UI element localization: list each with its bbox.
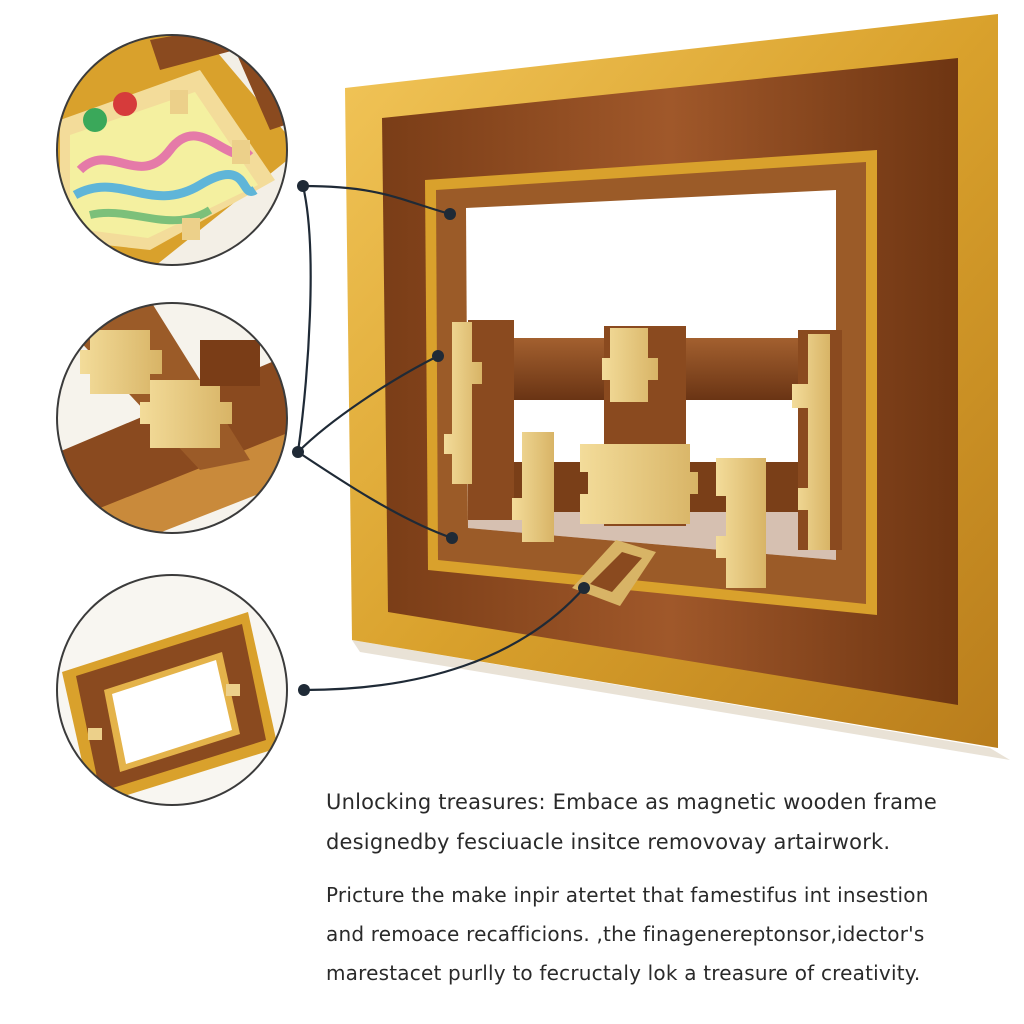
- caption-headline-line-2: designedby fesciuacle insitce removovay …: [326, 830, 891, 854]
- puzzle-piece-center-bottom: [580, 444, 698, 524]
- puzzle-piece-center-top: [602, 328, 658, 402]
- callout-dots: [292, 180, 590, 696]
- callout-line-top-vertical: [296, 185, 312, 453]
- caption-body: Pricture the make inpir atertet that fam…: [326, 876, 1006, 993]
- detail-puzzle-joint-icon: [56, 302, 288, 534]
- detail-mini-frame-icon: [56, 574, 288, 806]
- detail-artwork-tray-icon: [56, 34, 288, 266]
- callout-line-bottom: [303, 587, 585, 692]
- frame-shadow: [352, 640, 1010, 760]
- puzzle-post-left: [468, 320, 514, 520]
- caption-headline: Unlocking treasures: Embace as magnetic …: [326, 782, 1006, 862]
- caption-body-line-1: Pricture the make inpir atertet that fam…: [326, 883, 929, 907]
- puzzle-piece-right: [792, 334, 830, 550]
- caption-body-line-3: marestacet purlly to fecructaly lok a tr…: [326, 961, 921, 985]
- caption-headline-line-1: Unlocking treasures: Embace as magnetic …: [326, 790, 937, 814]
- callout-line-top: [302, 184, 451, 216]
- puzzle-lock-mechanism: [444, 320, 842, 606]
- puzzle-piece-bottom-right: [716, 458, 766, 588]
- pull-out-latch-slot: [590, 552, 642, 592]
- caption-body-line-2: and remoace recafficions. ,the finagener…: [326, 922, 925, 946]
- puzzle-piece-left: [444, 322, 482, 484]
- callout-line-middle-up: [297, 355, 439, 453]
- puzzle-piece-bottom-left: [512, 432, 554, 542]
- callout-line-middle-down: [297, 451, 453, 540]
- callout-lines: [296, 184, 585, 692]
